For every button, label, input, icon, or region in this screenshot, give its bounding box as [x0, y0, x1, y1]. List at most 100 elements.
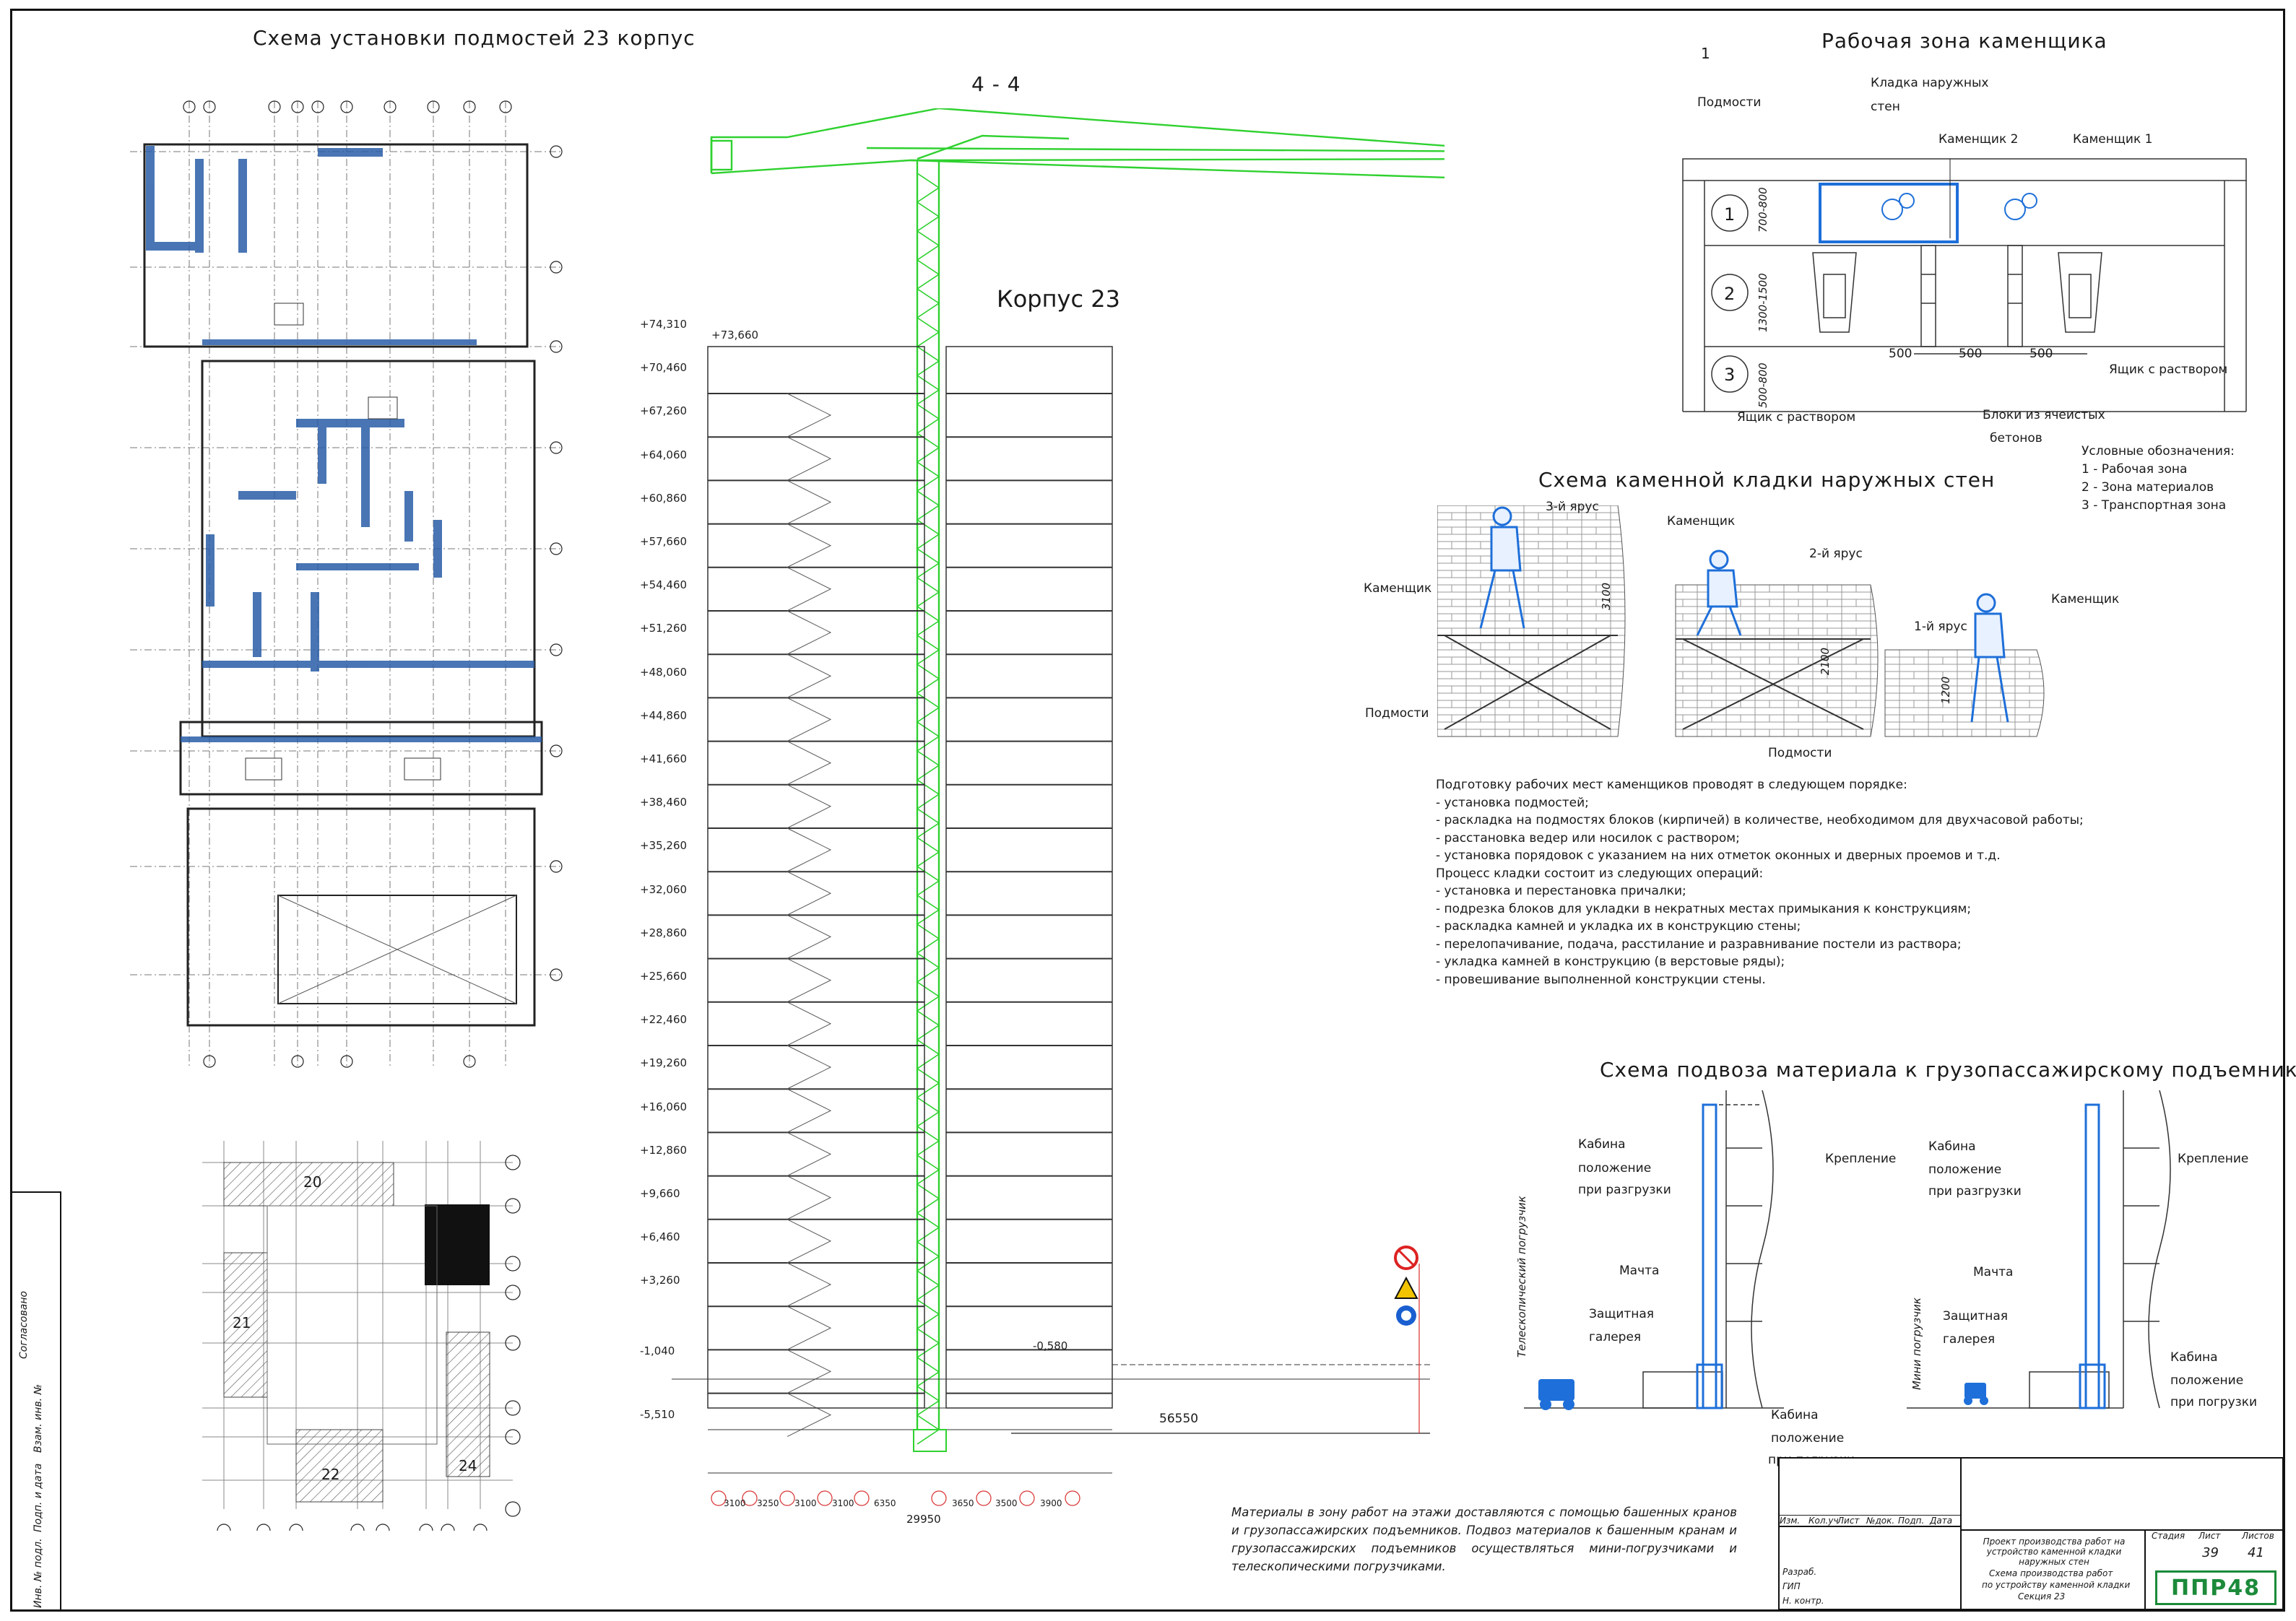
- wz-gap-3: 500: [2029, 347, 2053, 361]
- delivery-gallery-2b: галерея: [1943, 1332, 1996, 1347]
- elevation-mark: +35,260: [640, 839, 688, 853]
- masonry-height-3: 1200: [1939, 676, 1952, 704]
- site-building-22: 22: [321, 1466, 340, 1483]
- stamp-project: Проект производства работ на устройство …: [1983, 1537, 2126, 1567]
- masonry-height-2: 2100: [1819, 647, 1832, 675]
- stamp-h-list: Лист: [1837, 1516, 1860, 1526]
- zone-circle-3: 3: [1724, 365, 1736, 385]
- elevation-mark: +48,060: [640, 665, 688, 679]
- delivery-diagram: [1524, 1090, 2171, 1410]
- company-logo: ППР48: [2155, 1570, 2276, 1605]
- note-line: - раскладка камней и укладка их в констр…: [1436, 919, 1801, 934]
- safety-signs: [1394, 1246, 1418, 1326]
- elevation-mark: -1,040: [640, 1344, 675, 1357]
- delivery-load-1a: положение: [1771, 1431, 1845, 1446]
- wz-gap-1: 500: [1889, 347, 1912, 361]
- stamp-sheet: 39: [2202, 1545, 2219, 1560]
- elevation-mark: +44,860: [640, 708, 688, 722]
- note-line: - расстановка ведер или носилок с раство…: [1436, 830, 1740, 846]
- stamp-h-izm: Изм.: [1780, 1516, 1801, 1526]
- stamp-sheet-h: Лист: [2198, 1531, 2221, 1541]
- side-stamp-agreed: Согласовано: [18, 1290, 30, 1359]
- bay-dimension: 6350: [874, 1498, 896, 1508]
- delivery-gallery-1b: галерея: [1589, 1330, 1642, 1344]
- stamp-h-date: Дата: [1930, 1516, 1953, 1526]
- span-dimension: 29950: [906, 1513, 941, 1526]
- elevation-mark: +64,060: [640, 448, 688, 461]
- note-line: - установка подмостей;: [1436, 795, 1589, 810]
- bay-dimension: 3100: [832, 1498, 854, 1508]
- delivery-cabin-1: Кабина: [1578, 1137, 1626, 1152]
- note-line: - подрезка блоков для укладки в некратны…: [1436, 901, 1972, 916]
- note-line: Подготовку рабочих мест каменщиков прово…: [1436, 778, 1907, 792]
- masonry-mason-mid: Каменщик: [1667, 514, 1736, 529]
- zone-circle-1: 1: [1724, 204, 1736, 225]
- elevation-mark: +32,060: [640, 882, 688, 896]
- elevation-mark: +70,460: [640, 361, 688, 375]
- bay-dimension: 3250: [757, 1498, 779, 1508]
- masonry-title: Схема каменной кладки наружных стен: [1538, 468, 1996, 492]
- side-stamp-replace: Взам. инв. №: [33, 1383, 44, 1453]
- floor-plan: [130, 100, 563, 1069]
- elevation-mark: +25,660: [640, 970, 688, 983]
- delivery-cabin-load-1: Кабина: [1771, 1408, 1819, 1422]
- zone-dim-2: 1300-1500: [1756, 273, 1769, 332]
- elevation-mark: +41,660: [640, 752, 688, 765]
- work-zone-diagram: [1682, 158, 2247, 412]
- elevation-mark: +6,460: [640, 1230, 680, 1244]
- site-plan: [202, 1141, 521, 1531]
- wz-outer-wall-1: Кладка наружных: [1871, 76, 1989, 90]
- elevation-top: +73,660: [711, 329, 759, 342]
- elevation-ground: -0,580: [1033, 1339, 1068, 1352]
- stamp-h-doc: №док.: [1866, 1516, 1895, 1526]
- delivery-mast-2: Мачта: [1973, 1265, 2014, 1279]
- bay-dimension: 3650: [952, 1498, 974, 1508]
- stamp-sheets: 41: [2248, 1545, 2264, 1560]
- legend-item-1: 1 - Рабочая зона: [2081, 462, 2188, 477]
- delivery-unload-2b: при разгрузки: [1928, 1184, 2022, 1199]
- legend-item-2: 2 - Зона материалов: [2081, 480, 2214, 495]
- masonry-mason-right: Каменщик: [2051, 592, 2120, 607]
- site-building-24: 24: [459, 1457, 477, 1474]
- zone-dim-1: 700-800: [1756, 187, 1769, 232]
- stamp-sheet-title-1: Схема производства работ: [1989, 1568, 2113, 1578]
- elevation-mark: +19,260: [640, 1056, 688, 1070]
- wz-mason-1: Каменщик 1: [2073, 132, 2153, 147]
- wz-scaffold: Подмости: [1697, 95, 1762, 110]
- total-length: 56550: [1159, 1412, 1199, 1426]
- side-stamp: Согласовано Взам. инв. № Подп. и дата Ин…: [11, 1191, 61, 1610]
- elevation-mark: +28,860: [640, 926, 688, 939]
- masonry-scaffold-mid: Подмости: [1768, 746, 1832, 760]
- masonry-diagram: [1437, 505, 2045, 737]
- stamp-role-gip: ГИП: [1782, 1581, 1801, 1591]
- masonry-height-1: 3100: [1600, 582, 1613, 610]
- elevation-mark: +57,660: [640, 535, 688, 548]
- elevation-mark: +9,660: [640, 1187, 680, 1200]
- stamp-sheet-title-2: по устройству каменной кладки: [1982, 1580, 2131, 1590]
- masonry-tier-1: 1-й ярус: [1914, 620, 1967, 634]
- masonry-tier-3: 3-й ярус: [1546, 500, 1599, 514]
- stamp-h-sign: Подп.: [1898, 1516, 1925, 1526]
- wz-gap-2: 500: [1959, 347, 1983, 361]
- elevation-mark: +12,860: [640, 1143, 688, 1157]
- stamp-sheets-h: Листов: [2242, 1531, 2274, 1541]
- zone-label-num-1: 1: [1701, 45, 1710, 62]
- note-line: - установка и перестановка причалки;: [1436, 884, 1686, 898]
- delivery-cabin-2: Кабина: [1928, 1139, 1976, 1154]
- elevation-mark: +22,460: [640, 1013, 688, 1027]
- stamp-role-control: Н. контр.: [1782, 1596, 1824, 1606]
- bay-dimension: 3500: [995, 1498, 1018, 1508]
- bay-dimension: 3100: [724, 1498, 746, 1508]
- stamp-h-kol: Кол.уч: [1808, 1516, 1839, 1526]
- elevation-mark: +38,460: [640, 796, 688, 809]
- plan-title: Схема установки подмостей 23 корпус: [253, 26, 696, 50]
- elevation-mark: +67,260: [640, 404, 688, 418]
- delivery-load-2a: положение: [2170, 1373, 2244, 1388]
- delivery-unload-1b: при разгрузки: [1578, 1183, 1671, 1197]
- bay-dimension: 3100: [794, 1498, 817, 1508]
- wz-blocks-1: Блоки из ячеистых: [1983, 408, 2105, 422]
- wz-mortar-box-right: Ящик с раствором: [2109, 362, 2228, 377]
- masonry-tier-2: 2-й ярус: [1809, 547, 1863, 561]
- stamp-role-dev: Разраб.: [1782, 1567, 1817, 1577]
